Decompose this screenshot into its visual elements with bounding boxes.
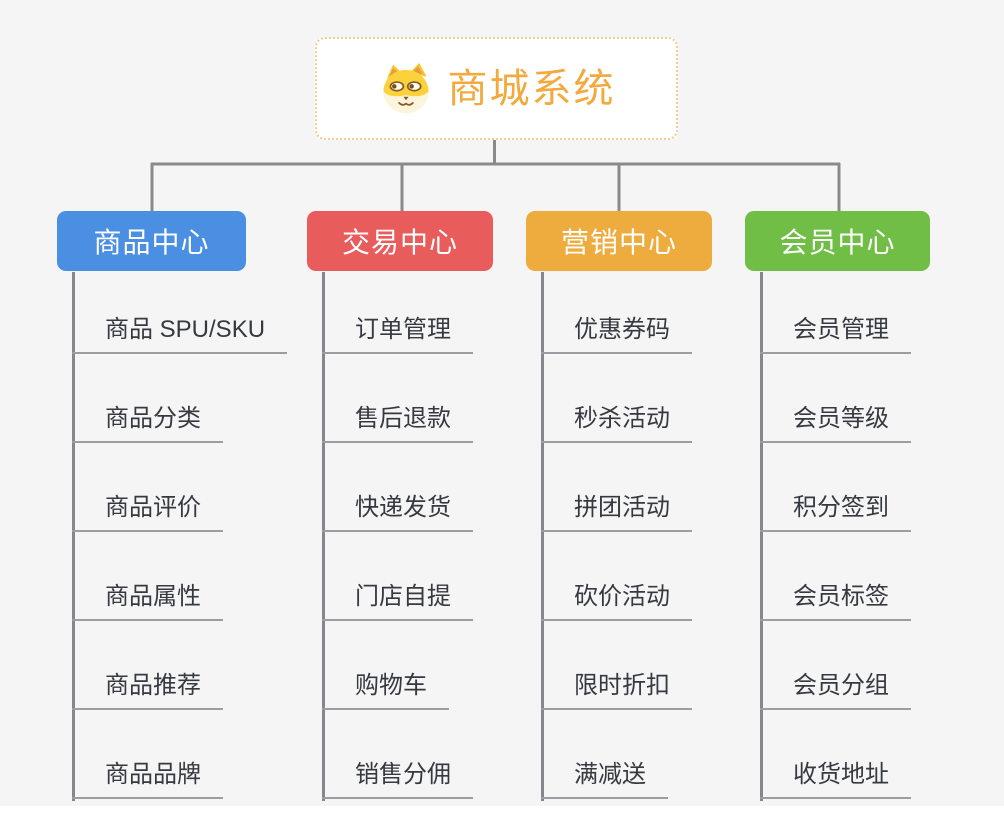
child-node: 售后退款 [322, 354, 562, 443]
child-node: 限时折扣 [541, 621, 781, 710]
child-node-label[interactable]: 商品分类 [72, 404, 223, 443]
child-node-label[interactable]: 拼团活动 [541, 493, 692, 532]
child-node: 会员管理 [760, 265, 1000, 354]
child-node-label[interactable]: 售后退款 [322, 404, 473, 443]
child-node: 积分签到 [760, 443, 1000, 532]
child-node: 快递发货 [322, 443, 562, 532]
child-node: 商品品牌 [72, 710, 312, 799]
branch-children-marketing: 优惠券码 秒杀活动 拼团活动 砍价活动 限时折扣 满减送 [541, 265, 781, 801]
root-node-title: 商城系统 [447, 66, 616, 111]
child-node: 秒杀活动 [541, 354, 781, 443]
child-node-label[interactable]: 限时折扣 [541, 671, 692, 710]
branch-node-trade[interactable]: 交易中心 [307, 211, 493, 271]
child-node: 门店自提 [322, 532, 562, 621]
child-node: 商品 SPU/SKU [72, 265, 312, 354]
branch-children-member: 会员管理 会员等级 积分签到 会员标签 会员分组 收货地址 [760, 265, 1000, 801]
child-node: 销售分佣 [322, 710, 562, 799]
child-node-label[interactable]: 优惠券码 [541, 315, 692, 354]
branch-vertical-line [322, 272, 325, 801]
child-node-label[interactable]: 商品推荐 [72, 671, 223, 710]
child-node: 会员等级 [760, 354, 1000, 443]
child-node: 商品属性 [72, 532, 312, 621]
child-node-label[interactable]: 商品品牌 [72, 760, 223, 799]
branch-node-member[interactable]: 会员中心 [745, 211, 930, 271]
child-node: 收货地址 [760, 710, 1000, 799]
branch-children-trade: 订单管理 售后退款 快递发货 门店自提 购物车 销售分佣 [322, 265, 562, 801]
child-node-label[interactable]: 收货地址 [760, 760, 911, 799]
child-node-label[interactable]: 商品评价 [72, 493, 223, 532]
canvas-edge [0, 806, 1004, 840]
child-node-label[interactable]: 购物车 [322, 671, 449, 710]
branch-node-marketing[interactable]: 营销中心 [526, 211, 712, 271]
branch-vertical-line [72, 272, 75, 801]
child-node: 拼团活动 [541, 443, 781, 532]
child-node: 商品推荐 [72, 621, 312, 710]
child-node-label[interactable]: 商品属性 [72, 582, 223, 621]
child-node: 会员标签 [760, 532, 1000, 621]
child-node-label[interactable]: 砍价活动 [541, 582, 692, 621]
branch-node-goods[interactable]: 商品中心 [57, 211, 246, 271]
branch-children-goods: 商品 SPU/SKU 商品分类 商品评价 商品属性 商品推荐 商品品牌 [72, 265, 312, 801]
branch-vertical-line [541, 272, 544, 801]
child-node-label[interactable]: 会员管理 [760, 315, 911, 354]
root-node[interactable]: 商城系统 [315, 37, 678, 140]
branch-vertical-line [760, 272, 763, 801]
child-node-label[interactable]: 门店自提 [322, 582, 473, 621]
child-node-label[interactable]: 快递发货 [322, 493, 473, 532]
child-node: 满减送 [541, 710, 781, 799]
child-node: 商品分类 [72, 354, 312, 443]
child-node-label[interactable]: 满减送 [541, 760, 668, 799]
child-node-label[interactable]: 积分签到 [760, 493, 911, 532]
child-node-label[interactable]: 会员等级 [760, 404, 911, 443]
child-node-label[interactable]: 秒杀活动 [541, 404, 692, 443]
child-node-label[interactable]: 会员标签 [760, 582, 911, 621]
child-node-label[interactable]: 销售分佣 [322, 760, 473, 799]
child-node: 优惠券码 [541, 265, 781, 354]
child-node: 购物车 [322, 621, 562, 710]
child-node: 砍价活动 [541, 532, 781, 621]
child-node: 会员分组 [760, 621, 1000, 710]
child-node-label[interactable]: 会员分组 [760, 671, 911, 710]
child-node-label[interactable]: 订单管理 [322, 315, 473, 354]
child-node: 订单管理 [322, 265, 562, 354]
child-node-label[interactable]: 商品 SPU/SKU [72, 315, 288, 354]
dog-face-icon [382, 62, 429, 113]
child-node: 商品评价 [72, 443, 312, 532]
